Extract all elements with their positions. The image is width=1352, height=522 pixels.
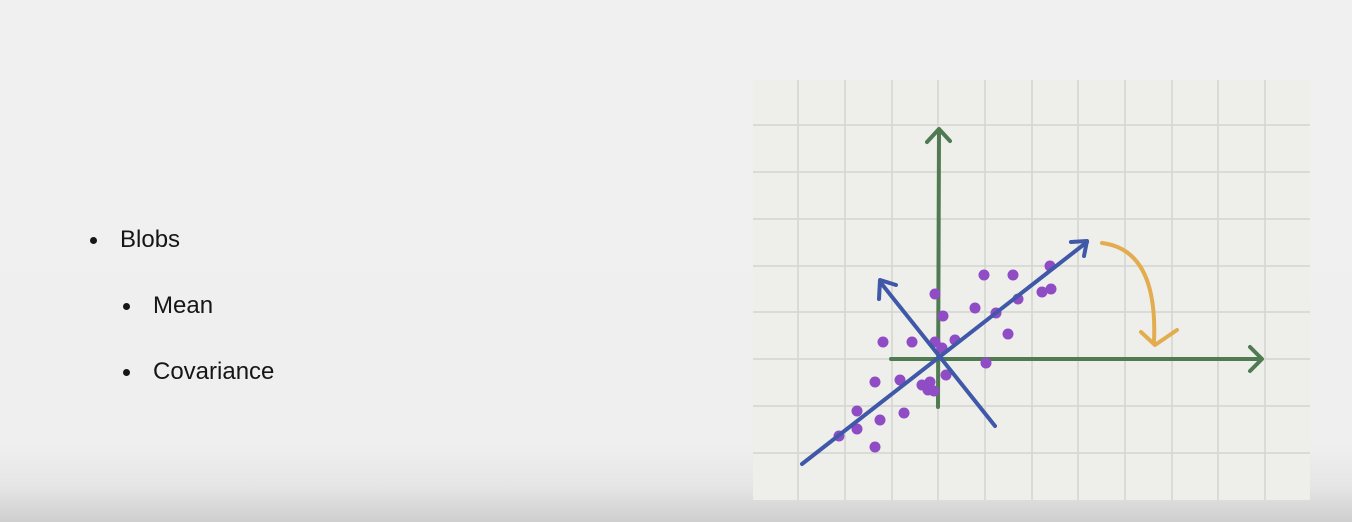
principal-axis-major-arrowhead xyxy=(1069,239,1089,258)
data-point xyxy=(869,441,881,453)
data-point xyxy=(940,369,952,381)
bullet-label: Blobs xyxy=(120,226,181,253)
data-point xyxy=(869,376,881,388)
y-axis-arrowhead xyxy=(925,127,952,144)
y-axis xyxy=(936,128,941,409)
data-point xyxy=(877,336,889,348)
data-point xyxy=(978,269,990,281)
principal-axis-major xyxy=(800,240,1089,466)
bullet-label: Covariance xyxy=(153,358,275,385)
data-point xyxy=(894,374,906,386)
data-point xyxy=(874,414,886,426)
data-point xyxy=(898,407,910,419)
data-point xyxy=(1007,269,1019,281)
x-axis-arrowhead xyxy=(1248,345,1264,373)
covariance-diagram xyxy=(753,80,1310,500)
data-point xyxy=(851,423,863,435)
data-point xyxy=(969,302,981,314)
data-point xyxy=(922,384,934,396)
principal-axis-minor xyxy=(879,281,997,428)
data-point xyxy=(980,357,992,369)
bullet-blobs: Blobs xyxy=(86,222,274,258)
data-point xyxy=(1002,328,1014,340)
data-point xyxy=(1036,286,1048,298)
data-point xyxy=(851,405,863,417)
bullet-dot xyxy=(123,369,130,376)
bullet-dot xyxy=(123,303,130,310)
rotation-arrow-icon xyxy=(1100,241,1179,347)
bullet-label: Mean xyxy=(153,292,214,319)
principal-axes xyxy=(800,239,1089,466)
data-point xyxy=(906,336,918,348)
bullet-mean: Mean xyxy=(86,288,274,324)
data-point xyxy=(937,310,949,322)
principal-axis-minor-arrowhead xyxy=(877,278,898,301)
bullet-list: Blobs Mean Covariance xyxy=(86,222,274,390)
bullet-dot xyxy=(90,237,97,244)
data-point xyxy=(1045,283,1057,295)
data-point xyxy=(929,288,941,300)
coordinate-axes xyxy=(889,127,1264,409)
bullet-covariance: Covariance xyxy=(86,354,274,390)
